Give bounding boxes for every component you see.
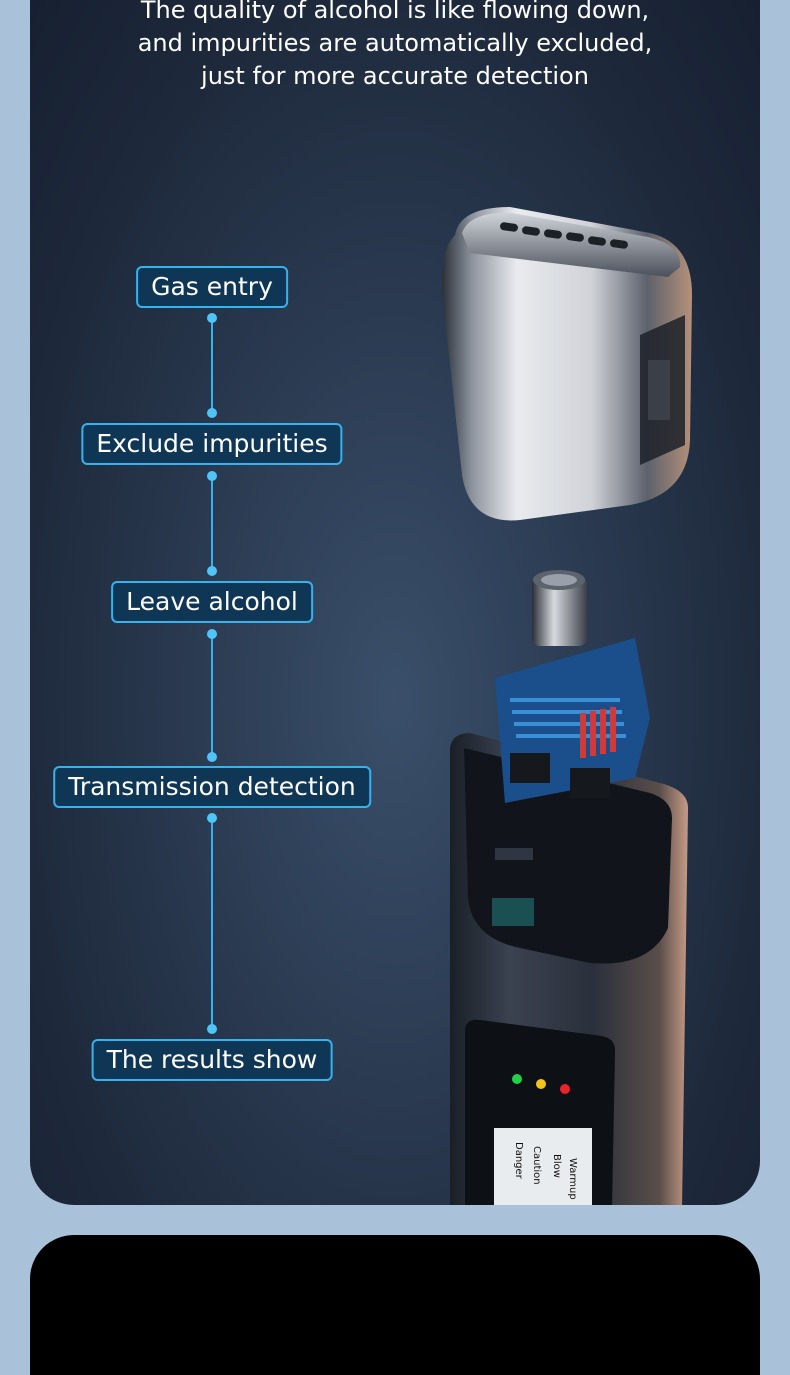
flow-dot — [207, 629, 217, 639]
flow-step-results-show: The results show — [91, 1039, 333, 1081]
flow-dot — [207, 813, 217, 823]
flow-step-transmission-detection: Transmission detection — [53, 766, 371, 808]
flow-connector — [211, 634, 213, 757]
product-panel: The quality of alcohol is like flowing d… — [30, 0, 760, 1205]
headline-line-2: and impurities are automatically exclude… — [137, 29, 653, 57]
flow-dot — [207, 1024, 217, 1034]
headline-line-3: just for more accurate detection — [201, 62, 589, 90]
screen-text-blow: Blow — [551, 1154, 562, 1178]
flow-dot — [207, 471, 217, 481]
next-section-panel — [30, 1235, 760, 1375]
detection-flow-diagram: Gas entry Exclude impurities Leave alcoh… — [30, 0, 400, 1205]
headline-line-1: The quality of alcohol is like flowing d… — [140, 0, 650, 24]
screen-text-warmup: Warmup — [567, 1158, 578, 1200]
flow-connector — [211, 318, 213, 413]
mouthpiece-cap-image — [441, 207, 692, 521]
flow-dot — [207, 408, 217, 418]
flow-connector — [211, 476, 213, 571]
flow-dot — [207, 313, 217, 323]
flow-dot — [207, 566, 217, 576]
headline: The quality of alcohol is like flowing d… — [30, 0, 760, 93]
flow-step-exclude-impurities: Exclude impurities — [81, 423, 343, 465]
breathalyzer-device-image: Warmup Blow Caution Danger — [450, 570, 688, 1205]
flow-step-leave-alcohol: Leave alcohol — [111, 581, 313, 623]
flow-dot — [207, 752, 217, 762]
flow-step-gas-entry: Gas entry — [136, 266, 288, 308]
screen-text-danger: Danger — [513, 1142, 524, 1180]
flow-connector — [211, 818, 213, 1029]
screen-text-caution: Caution — [531, 1146, 542, 1185]
